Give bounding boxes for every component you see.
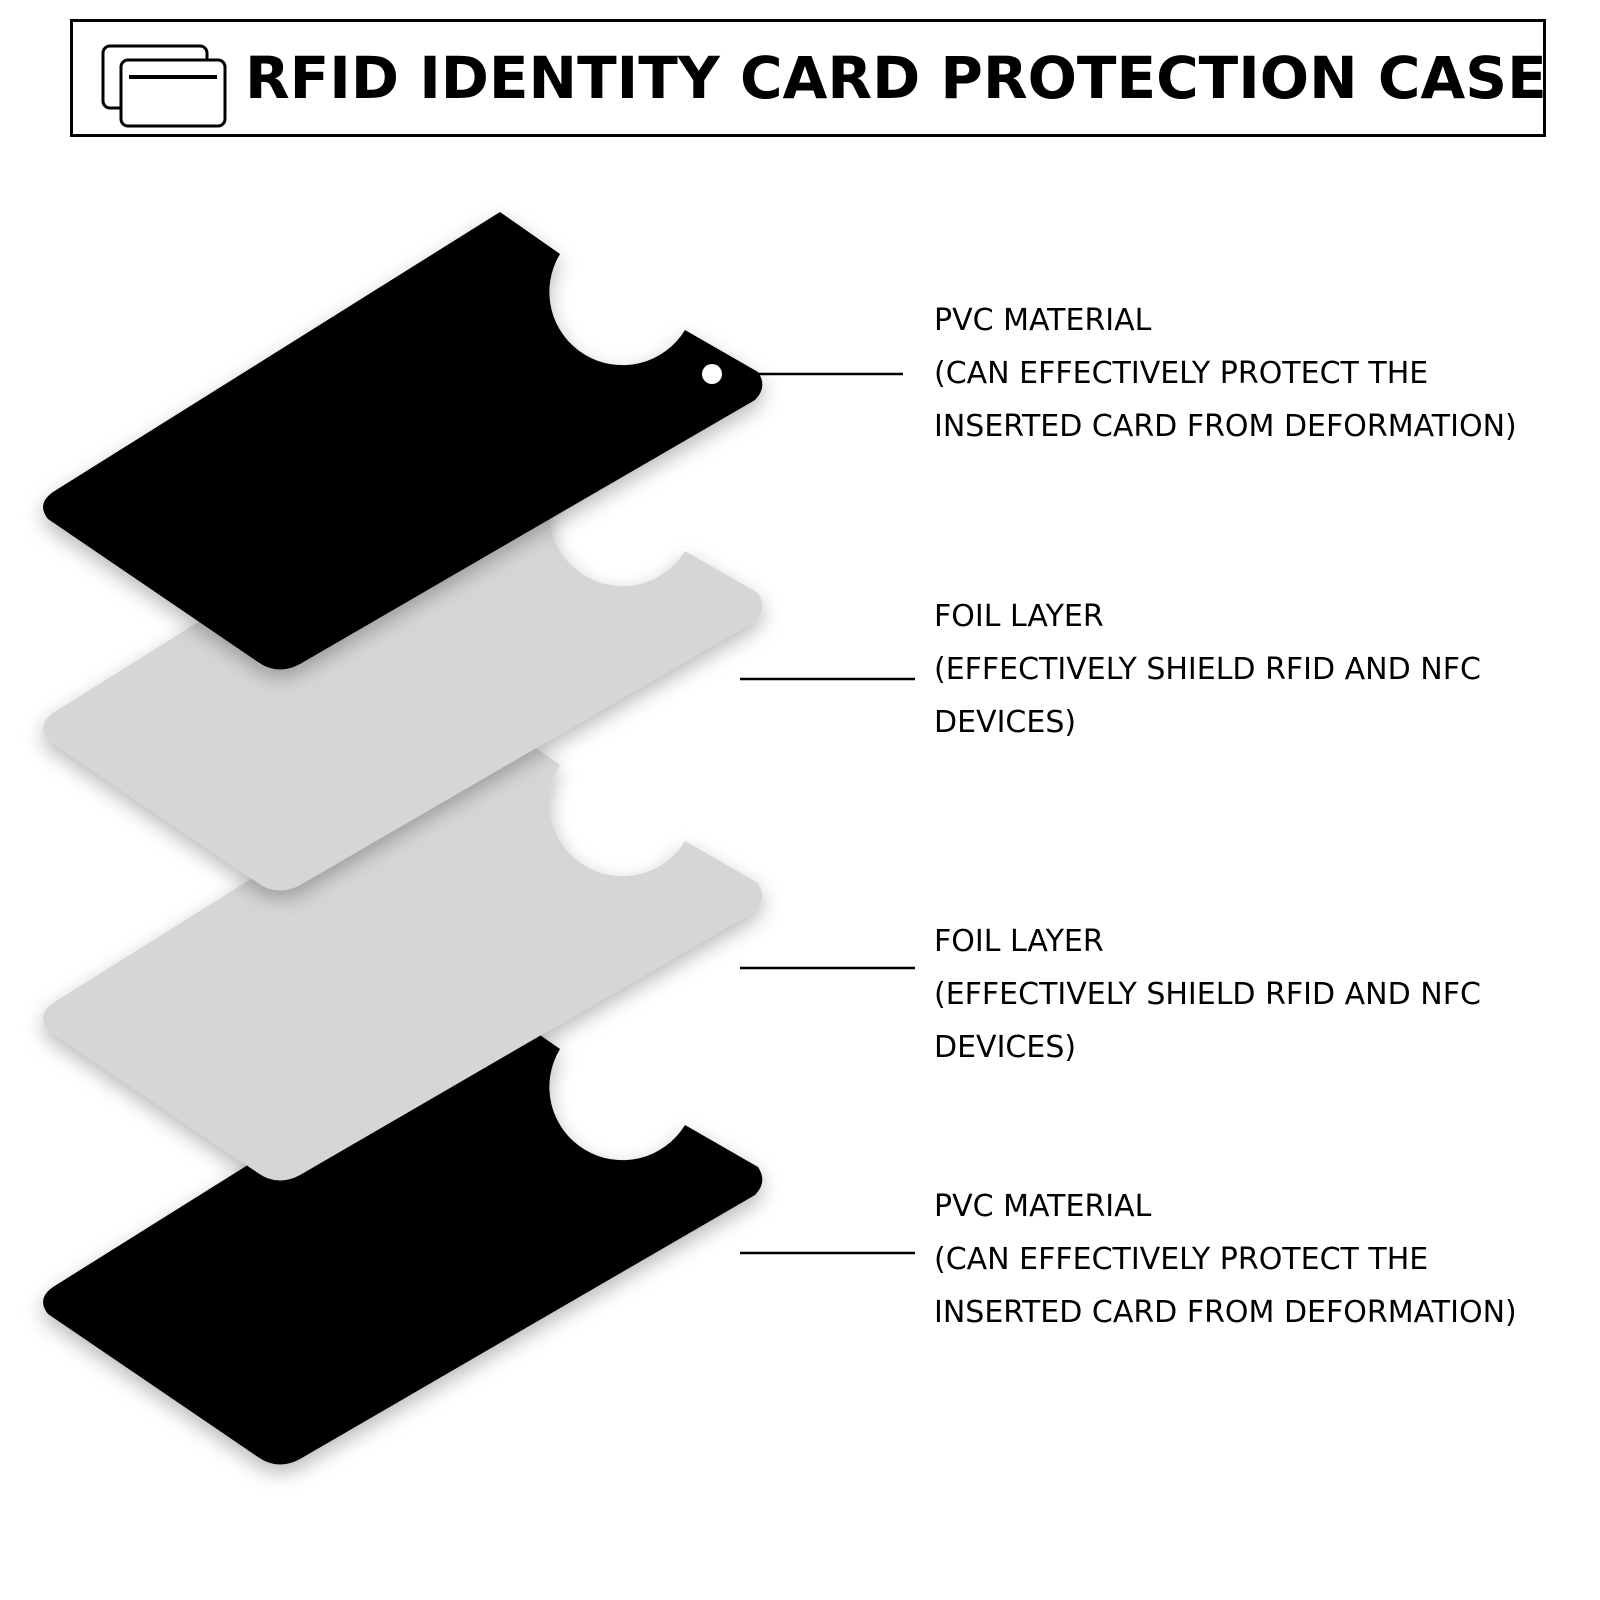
layer-label-1: PVC MATERIAL (CAN EFFECTIVELY PROTECT TH… [934,294,1517,453]
layer-description-line: (CAN EFFECTIVELY PROTECT THE [934,1242,1429,1277]
layer-material: PVC MATERIAL [934,1189,1152,1224]
page-title: RFID IDENTITY CARD PROTECTION CASE [245,44,1547,112]
layer-label-3: FOIL LAYER (EFFECTIVELY SHIELD RFID AND … [934,915,1481,1074]
foil-layer-lower [43,723,763,1181]
marker-dot [716,1249,736,1269]
title-banner: RFID IDENTITY CARD PROTECTION CASE [70,19,1547,137]
layer-description-line: INSERTED CARD FROM DEFORMATION) [934,1295,1517,1330]
layer-description-line: (EFFECTIVELY SHIELD RFID AND NFC [934,977,1481,1012]
layer-description-line: DEVICES) [934,705,1077,740]
marker-dot [716,969,736,989]
layer-description-line: DEVICES) [934,1030,1077,1065]
layer-description-line: (CAN EFFECTIVELY PROTECT THE [934,356,1429,391]
layer-material: PVC MATERIAL [934,303,1152,338]
layer-description-line: (EFFECTIVELY SHIELD RFID AND NFC [934,652,1481,687]
foil-layer-upper [43,433,763,891]
layer-label-2: FOIL LAYER (EFFECTIVELY SHIELD RFID AND … [934,590,1481,749]
marker-dot [702,364,722,384]
marker-dot [716,680,736,700]
layer-description-line: INSERTED CARD FROM DEFORMATION) [934,409,1517,444]
layer-material: FOIL LAYER [934,599,1104,634]
stacked-cards-icon [101,44,227,128]
layer-material: FOIL LAYER [934,924,1104,959]
layer-label-4: PVC MATERIAL (CAN EFFECTIVELY PROTECT TH… [934,1180,1517,1339]
pvc-layer-top [43,212,763,670]
pvc-layer-bottom [43,1007,763,1465]
